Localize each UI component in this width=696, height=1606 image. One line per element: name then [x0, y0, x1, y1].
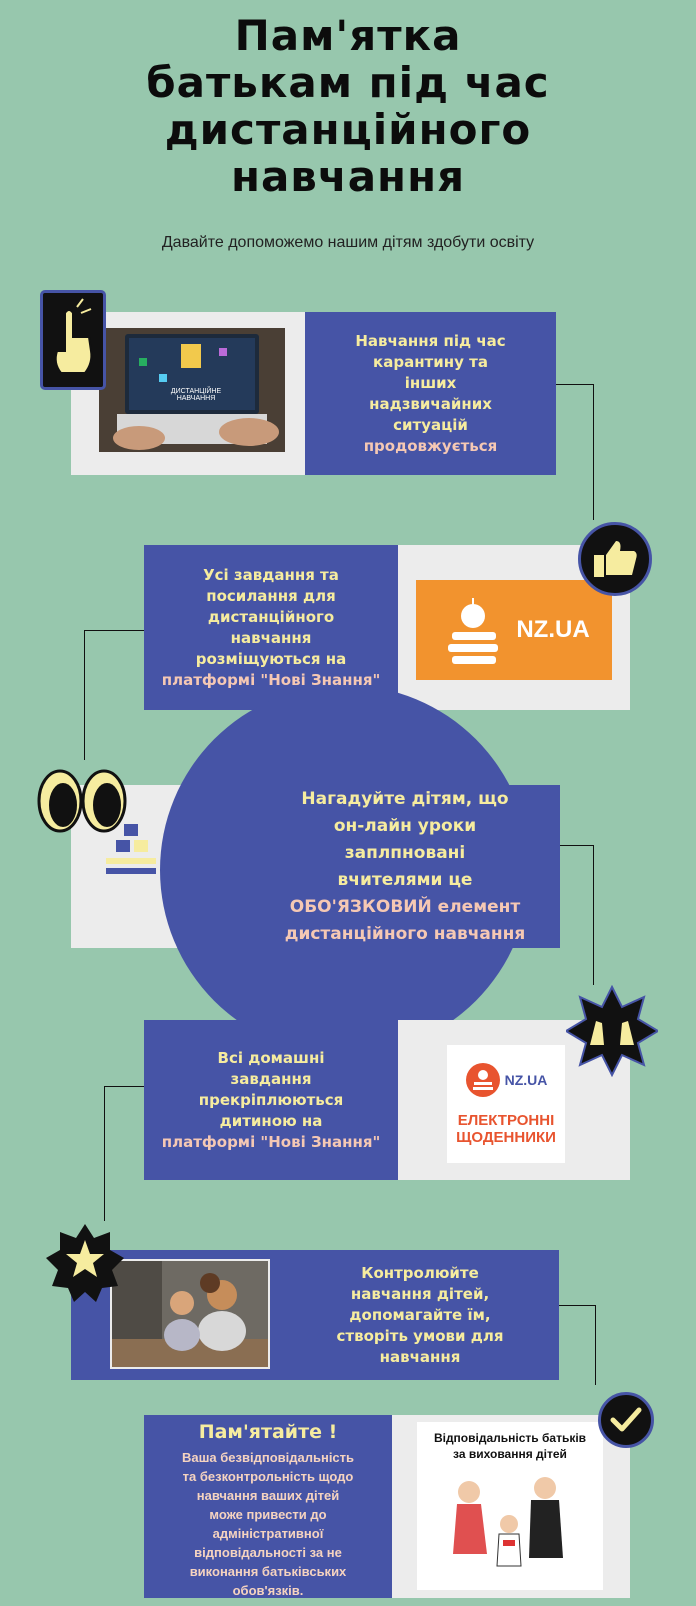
text-line: карантину та: [373, 352, 488, 371]
text-line: та безконтрольність щодо: [182, 1469, 354, 1484]
text-line: дитиною на: [219, 1111, 323, 1130]
section-2-text-panel: Усі завдання та посилання для дистанційн…: [144, 545, 398, 710]
title-line: батькам під час: [146, 58, 550, 107]
section-1-text-panel: Навчання під час карантину та інших надз…: [305, 312, 556, 475]
text-line: адміністративної: [212, 1526, 324, 1541]
laptop-illustration: [99, 328, 285, 452]
highlight-text: платформі "Нові Знання": [161, 1132, 381, 1151]
text-line: Відповідальність батьків: [433, 1431, 587, 1445]
text-line: вчителями це: [337, 869, 473, 890]
books-icon: [104, 822, 160, 884]
logo-text: NZ.UA: [516, 616, 590, 643]
diary-label: ЩОДЕННИКИ: [456, 1129, 556, 1146]
highlight-text: дистанційного навчання: [284, 923, 526, 944]
checkmark-icon: [598, 1392, 654, 1448]
connector-line: [84, 630, 144, 760]
title-line: Пам'ятка: [234, 11, 462, 60]
text-line: навчання: [379, 1347, 461, 1366]
title-line: навчання: [230, 152, 466, 201]
text-line: за виховання дітей: [453, 1447, 567, 1461]
text-line: ситуацій: [393, 415, 468, 434]
laptop-photo: ДИСТАНЦІЙНЕ НАВЧАННЯ: [99, 328, 285, 452]
text-line: заплпновані: [344, 842, 466, 863]
connector-line: [556, 1305, 596, 1385]
cartoon-family-illustration: [453, 1477, 563, 1567]
text-line: Всі домашні: [217, 1048, 325, 1067]
remember-text: Ваша безвідповідальність та безконтрольн…: [182, 1448, 354, 1600]
text-line: відповідальності за не: [194, 1545, 342, 1560]
connector-line: [546, 384, 594, 520]
highlight-text: ОБО'ЯЗКОВИЙ елемент: [289, 896, 521, 917]
image-title: Відповідальність батьків за виховання ді…: [417, 1430, 603, 1462]
text-line: завдання: [230, 1069, 312, 1088]
section-3-text-panel: [360, 785, 560, 948]
text-line: Усі завдання та: [203, 565, 339, 584]
text-line: інших: [404, 373, 457, 392]
section-4-text-panel: Всі домашні завдання прекріплюються дити…: [144, 1020, 398, 1180]
text-line: обов'язків.: [232, 1583, 304, 1598]
text-line: посилання для: [206, 586, 336, 605]
text-line: навчання дітей,: [350, 1284, 490, 1303]
text-line: допомагайте їм,: [349, 1305, 491, 1324]
highlight-text: платформі "Нові Знання": [161, 670, 381, 689]
connector-line: [104, 1086, 144, 1221]
page-title: Пам'ятка батькам під час дистанційного н…: [40, 12, 656, 200]
logo-row: NZ.UA: [465, 1062, 548, 1098]
star-icon: [44, 1222, 126, 1304]
text-line: навчання: [230, 628, 312, 647]
title-line: дистанційного: [164, 105, 532, 154]
text-line: може привести до: [209, 1507, 327, 1522]
text-line: Нагадуйте дітям, що: [301, 788, 509, 809]
section-3-text: Нагадуйте дітям, що он-лайн уроки заплпн…: [250, 785, 560, 948]
text-line: Навчання під час: [355, 331, 506, 350]
text-line: виконання батьківських: [189, 1564, 347, 1579]
text-line: дистанційного: [207, 607, 335, 626]
text-line: Контролюйте: [361, 1263, 479, 1282]
text-line: прекріплюються: [198, 1090, 344, 1109]
nz-ua-logo: NZ.UA: [416, 580, 612, 680]
text-line: Ваша безвідповідальність: [181, 1450, 355, 1465]
remember-title: Пам'ятайте !: [198, 1421, 338, 1443]
thumbs-up-icon: [578, 522, 652, 596]
eyes-icon: [36, 765, 128, 835]
logo-text: NZ.UA: [504, 1072, 548, 1088]
text-line: навчання ваших дітей: [196, 1488, 340, 1503]
section-6-text-panel: Пам'ятайте ! Ваша безвідповідальність та…: [144, 1415, 392, 1598]
highlight-text: продовжується: [363, 436, 498, 455]
apple-books-icon: [448, 598, 499, 664]
responsibility-image: Відповідальність батьків за виховання ді…: [417, 1422, 603, 1590]
text-line: надзвичайних: [369, 394, 492, 413]
hand-pointing-icon: [40, 290, 106, 390]
text-line: он-лайн уроки: [333, 815, 477, 836]
diary-label: ЕЛЕКТРОННІ: [457, 1112, 555, 1129]
text-line: створіть умови для: [336, 1326, 504, 1345]
text-line: розміщуються на: [195, 649, 347, 668]
e-diary-logo: NZ.UA ЕЛЕКТРОННІ ЩОДЕННИКИ: [447, 1045, 565, 1163]
photo-caption: ДИСТАНЦІЙНЕ НАВЧАННЯ: [170, 388, 222, 402]
connector-line: [548, 845, 594, 985]
subtitle: Давайте допоможемо нашим дітям здобути о…: [161, 234, 535, 251]
hands-burst-icon: [564, 984, 660, 1078]
nz-round-logo: [465, 1063, 500, 1097]
section-5-text: Контролюйте навчання дітей, допомагайте …: [290, 1250, 550, 1380]
family-photo: [112, 1261, 268, 1367]
